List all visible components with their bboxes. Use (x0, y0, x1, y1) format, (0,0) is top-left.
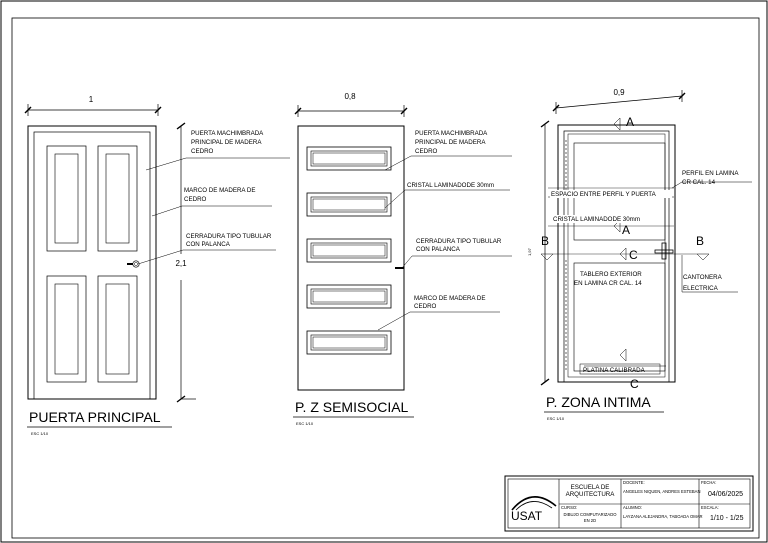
door3-label-7: CANTONERA (683, 274, 723, 281)
door-semisocial: 0,8 PUERT (293, 92, 512, 426)
usat-logo-icon (511, 496, 557, 511)
school-line1: ESCUELA DE (571, 484, 610, 491)
door3-label-5: TABLERO EXTERIOR (580, 271, 642, 278)
usat-logo-text: USAT (511, 509, 543, 523)
door-principal: 1 2,1 PUERTA MACHIMBRADA PRINCIPAL DE M (24, 95, 290, 436)
door-intima: 0,9 1,97 A A B B C C (527, 88, 752, 421)
scale-label: ESCALA: (701, 505, 719, 510)
door3-label-4: CRISTAL LAMINADODE 30mm (553, 216, 640, 223)
door3-label-9: PLATINA CALIBRADA (583, 367, 646, 374)
door3-scale: ESC 1/10 (547, 416, 565, 421)
door3-width-dim: 0,9 (613, 88, 625, 97)
door3-label-3: ESPACIO ENTRE PERFIL Y PUERTA (551, 191, 657, 198)
door1-label-6: CERRADURA TIPO TUBULAR (186, 233, 272, 240)
course-label: CURSO: (561, 505, 577, 510)
door3-title: P. ZONA INTIMA (546, 394, 651, 410)
section-a-mid: A (622, 223, 630, 237)
date-label: FECHA: (701, 480, 716, 485)
section-a-top: A (626, 115, 634, 129)
door2-label-6: CON PALANCA (416, 246, 461, 253)
door3-label-1: PERFIL EN LAMINA (682, 170, 739, 177)
door2-label-2: PRINCIPAL DE MADERA (415, 139, 486, 146)
door1-label-5: CEDRO (184, 196, 207, 203)
door2-label-5: CERRADURA TIPO TUBULAR (416, 238, 502, 245)
door1-height-dim: 2,1 (175, 259, 187, 268)
scale-value: 1/10 - 1/25 (710, 515, 744, 522)
course-line1: DIBUJO COMPUTARIZADO (564, 512, 618, 517)
door3-label-8: ELECTRICA (683, 285, 719, 292)
door3-label-6: EN LAMINA CR CAL. 14 (574, 280, 642, 287)
door2-label-3: CEDRO (415, 148, 438, 155)
door1-label-4: MARCO DE MADERA DE (184, 187, 256, 194)
door2-label-4: CRISTAL LAMINADODE 30mm (407, 182, 494, 189)
student-name: LAYZANA ALEJANDRA, TABOADA OMAR (623, 514, 703, 519)
school-line2: ARQUITECTURA (566, 491, 616, 498)
door2-width-dim: 0,8 (344, 92, 356, 101)
door3-handle-icon (654, 249, 674, 254)
door1-width-dim: 1 (89, 95, 94, 104)
student-label: ALUMNO: (623, 505, 642, 510)
door2-label-8: CEDRO (414, 303, 437, 310)
door2-label-1: PUERTA MACHIMBRADA (415, 130, 488, 137)
door3-label-2: CR CAL. 14 (682, 179, 716, 186)
title-block: USAT ESCUELA DE ARQUITECTURA CURSO: DIBU… (504, 475, 754, 532)
inner-border (11, 17, 760, 539)
teacher-name: ANGELES NIQUEN, ANDRES ESTEBAN (623, 489, 701, 494)
date-value: 04/06/2025 (708, 491, 743, 498)
door1-label-1: PUERTA MACHIMBRADA (191, 130, 264, 137)
door1-scale: ESC 1/10 (31, 431, 49, 436)
door3-height-dim: 1,97 (527, 247, 532, 256)
door1-label-2: PRINCIPAL DE MADERA (191, 139, 262, 146)
door1-title: PUERTA PRINCIPAL (29, 409, 161, 425)
course-line2: EN 2D (584, 518, 596, 523)
door1-label-3: CEDRO (191, 148, 214, 155)
door2-scale: ESC 1/10 (296, 421, 314, 426)
section-b-left: B (541, 234, 549, 248)
teacher-label: DOCENTE: (623, 480, 645, 485)
section-b-right: B (696, 234, 704, 248)
door1-label-7: CON PALANCA (186, 241, 231, 248)
door2-label-7: MARCO DE MADERA DE (414, 295, 486, 302)
section-c1: C (629, 248, 638, 262)
section-c2: C (630, 377, 639, 391)
door2-title: P. Z SEMISOCIAL (295, 399, 409, 415)
